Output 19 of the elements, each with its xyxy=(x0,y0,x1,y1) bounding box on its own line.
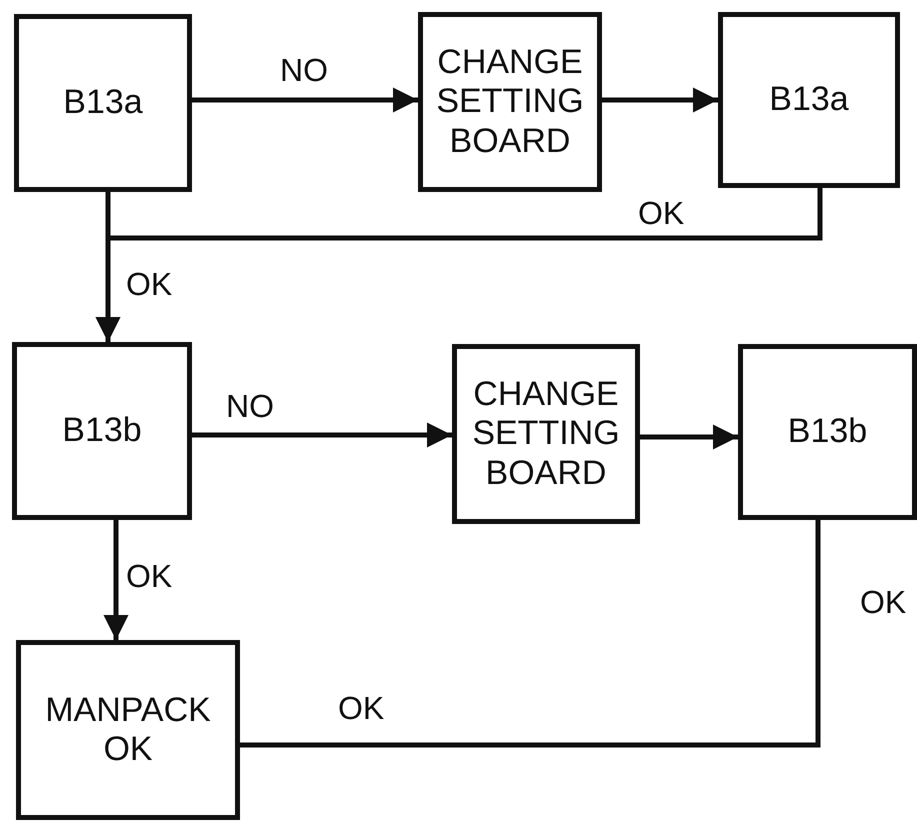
arrow xyxy=(192,88,418,112)
box-text: CHANGE SETTING BOARD xyxy=(471,375,621,493)
box-text: CHANGE SETTING BOARD xyxy=(435,43,585,161)
box-text: B13a xyxy=(769,80,849,120)
arrow xyxy=(192,422,452,448)
box-text: B13b xyxy=(62,411,142,451)
process-box xyxy=(12,342,192,520)
box-text: B13b xyxy=(788,412,868,452)
process-box xyxy=(418,12,602,192)
arrow xyxy=(640,424,738,450)
box-text: B13a xyxy=(63,83,143,123)
box-text: MANPACK OK xyxy=(44,690,212,770)
arrow xyxy=(602,88,718,112)
process-box xyxy=(452,344,640,524)
arrow xyxy=(104,520,128,640)
process-box xyxy=(718,12,900,188)
process-box xyxy=(16,640,240,820)
process-box xyxy=(738,344,917,520)
process-box xyxy=(14,14,192,192)
